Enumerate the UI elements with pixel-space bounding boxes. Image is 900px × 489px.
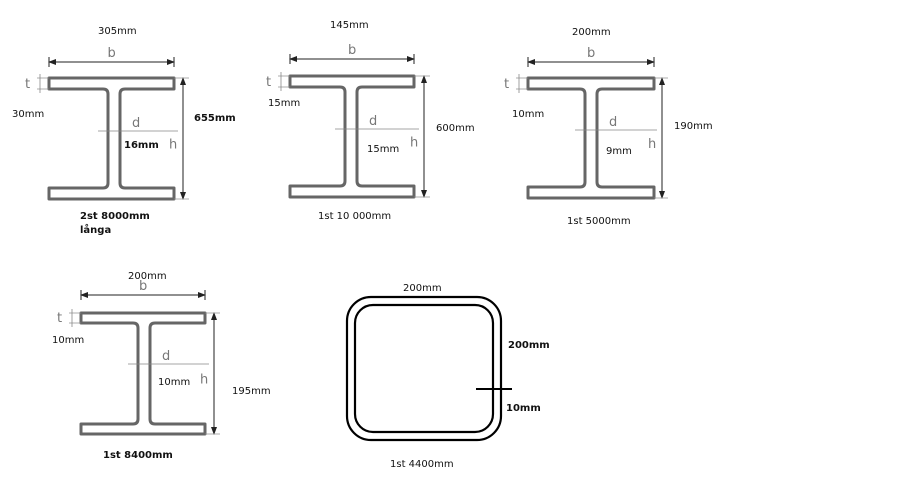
beam-1-d-symbol: d (132, 116, 140, 131)
beam-2-flange-label: 15mm (268, 98, 300, 109)
beam-3-profile (526, 76, 656, 200)
beam-4-web-label: 10mm (158, 377, 190, 388)
beam-1-height-label: 655mm (194, 113, 236, 124)
tube-inner-wall (353, 303, 495, 434)
beam-4-d-symbol: d (162, 349, 170, 364)
beam-3-t-symbol: t (504, 77, 509, 92)
beam-4-quantity-label: 1st 8400mm (103, 450, 173, 461)
tube-outer-wall (345, 295, 503, 442)
beam-4-profile (79, 311, 207, 436)
beam-4-height-label: 195mm (232, 386, 271, 397)
beam-4-flange-label: 10mm (52, 335, 84, 346)
beam-1-quantity-label: 2st 8000mm (80, 211, 150, 222)
beam-2-profile (288, 74, 416, 199)
beam-1-h-symbol: h (169, 138, 177, 153)
beam-2-h-symbol: h (410, 136, 418, 151)
beam-3-flange-label: 10mm (512, 109, 544, 120)
beam-3-width-label: 200mm (572, 27, 611, 38)
tube-wall-label: 10mm (506, 403, 541, 414)
beam-2-d-symbol: d (369, 114, 377, 129)
beam-3-quantity-label: 1st 5000mm (567, 216, 631, 227)
beam-1-quantity-label-2: långa (80, 223, 111, 236)
tube-quantity-label: 1st 4400mm (390, 459, 454, 470)
beam-2-quantity-label: 1st 10 000mm (318, 211, 391, 222)
beam-4-h-symbol: h (200, 373, 208, 388)
beam-1-width-label: 305mm (98, 26, 137, 37)
beam-2-web-label: 15mm (367, 144, 399, 155)
beam-1-b-symbol: b (108, 46, 116, 61)
beam-1-flange-label: 30mm (12, 109, 44, 120)
tube-height-label: 200mm (508, 340, 550, 351)
tube-width-label: 200mm (403, 283, 442, 294)
beam-3-height-label: 190mm (674, 121, 713, 132)
beam-3-b-symbol: b (587, 46, 595, 61)
beam-2-b-symbol: b (348, 43, 356, 58)
beam-1-t-symbol: t (25, 77, 30, 92)
beam-1-web-label: 16mm (124, 140, 159, 151)
beam-4-b-symbol: b (139, 279, 147, 294)
beam-4-width-label: 200mm (128, 271, 167, 282)
beam-3-web-label: 9mm (606, 146, 632, 157)
beam-1-profile (47, 76, 176, 201)
beam-2-height-label: 600mm (436, 123, 475, 134)
beam-2-width-label: 145mm (330, 20, 369, 31)
beam-3-d-symbol: d (609, 115, 617, 130)
beam-3-h-symbol: h (648, 137, 656, 152)
beam-4-t-symbol: t (57, 311, 62, 326)
beam-2-t-symbol: t (266, 75, 271, 90)
